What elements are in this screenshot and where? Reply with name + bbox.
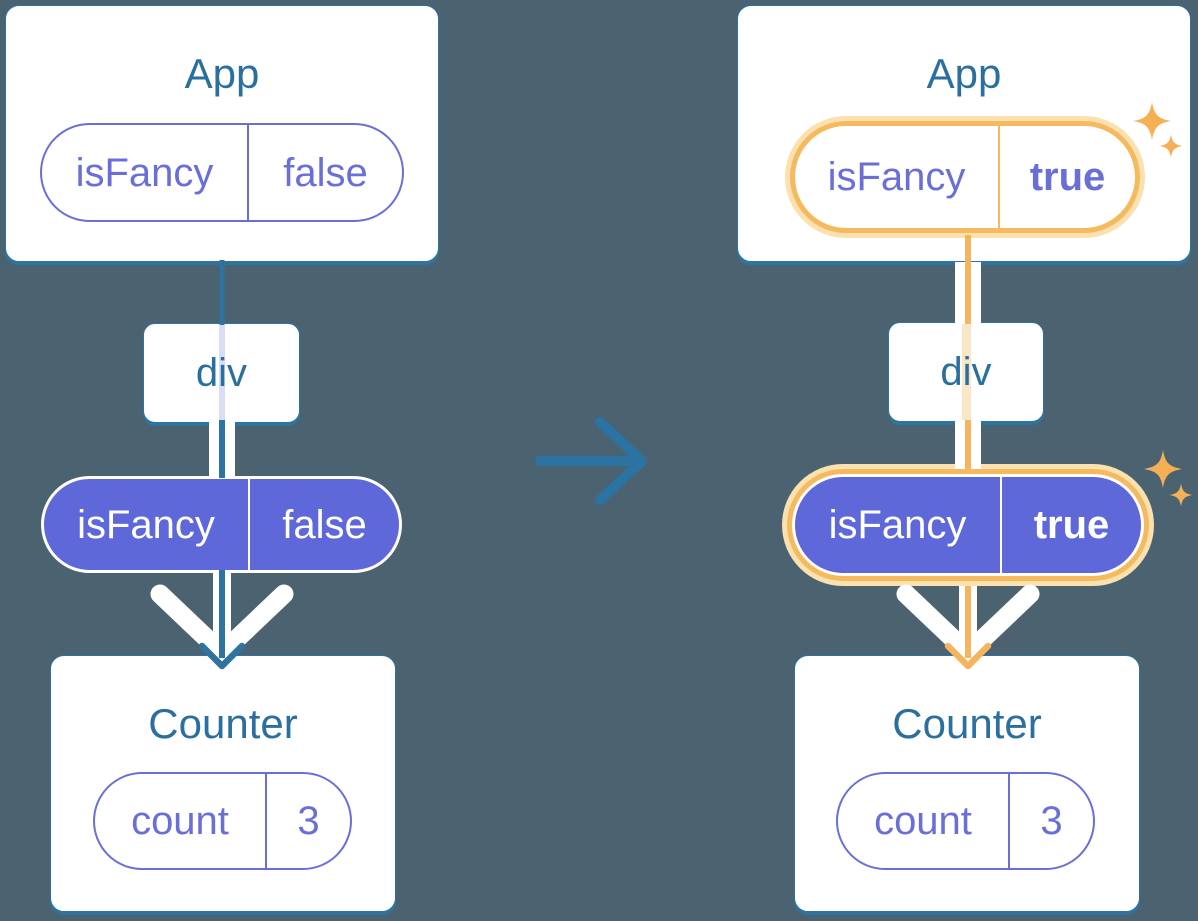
right-div-card: div — [888, 322, 1044, 422]
prop-name: isFancy — [44, 479, 250, 570]
right-tree-connectors — [896, 235, 1040, 670]
sparkles-icon-passed-prop — [1144, 450, 1193, 507]
left-passed-prop-pill: isFancy false — [41, 476, 402, 573]
left-div-card: div — [143, 323, 300, 423]
arrow-down-icon — [150, 584, 294, 663]
prop-trace-line-highlighted — [962, 324, 971, 420]
prop-value: false — [283, 150, 368, 195]
right-app-title: App — [926, 50, 1002, 97]
right-div-label: div — [940, 349, 992, 394]
prop-value: true — [1029, 155, 1106, 199]
right-app-card: App isFancy true — [737, 5, 1191, 262]
left-app-card: App isFancy false — [5, 5, 439, 262]
arrow-down-icon — [896, 584, 1040, 663]
prop-name: isFancy — [795, 126, 1000, 228]
left-counter-title: Counter — [148, 700, 298, 747]
right-app-prop-pill-highlighted: isFancy true — [790, 121, 1140, 233]
left-app-title: App — [184, 50, 260, 97]
prop-name: isFancy — [795, 477, 1002, 573]
right-counter-state-pill: count 3 — [836, 772, 1095, 870]
left-counter-card: Counter count 3 — [50, 655, 396, 912]
right-counter-title: Counter — [892, 700, 1042, 747]
right-counter-card: Counter count 3 — [794, 655, 1140, 912]
prop-value: false — [282, 502, 367, 547]
prop-name: isFancy — [42, 125, 249, 220]
left-app-prop-pill: isFancy false — [40, 123, 404, 222]
state-value: 3 — [1040, 799, 1063, 843]
left-div-label: div — [195, 350, 248, 395]
left-counter-state-pill: count 3 — [93, 772, 352, 870]
right-passed-prop-pill-highlighted: isFancy true — [792, 474, 1144, 576]
prop-value: true — [1033, 503, 1110, 547]
left-tree-connectors — [150, 260, 294, 670]
state-value: 3 — [297, 799, 320, 843]
state-name: count — [838, 774, 1010, 868]
transition-right-arrow-icon — [535, 417, 647, 505]
prop-trace-line — [219, 325, 225, 421]
state-name: count — [95, 774, 267, 868]
